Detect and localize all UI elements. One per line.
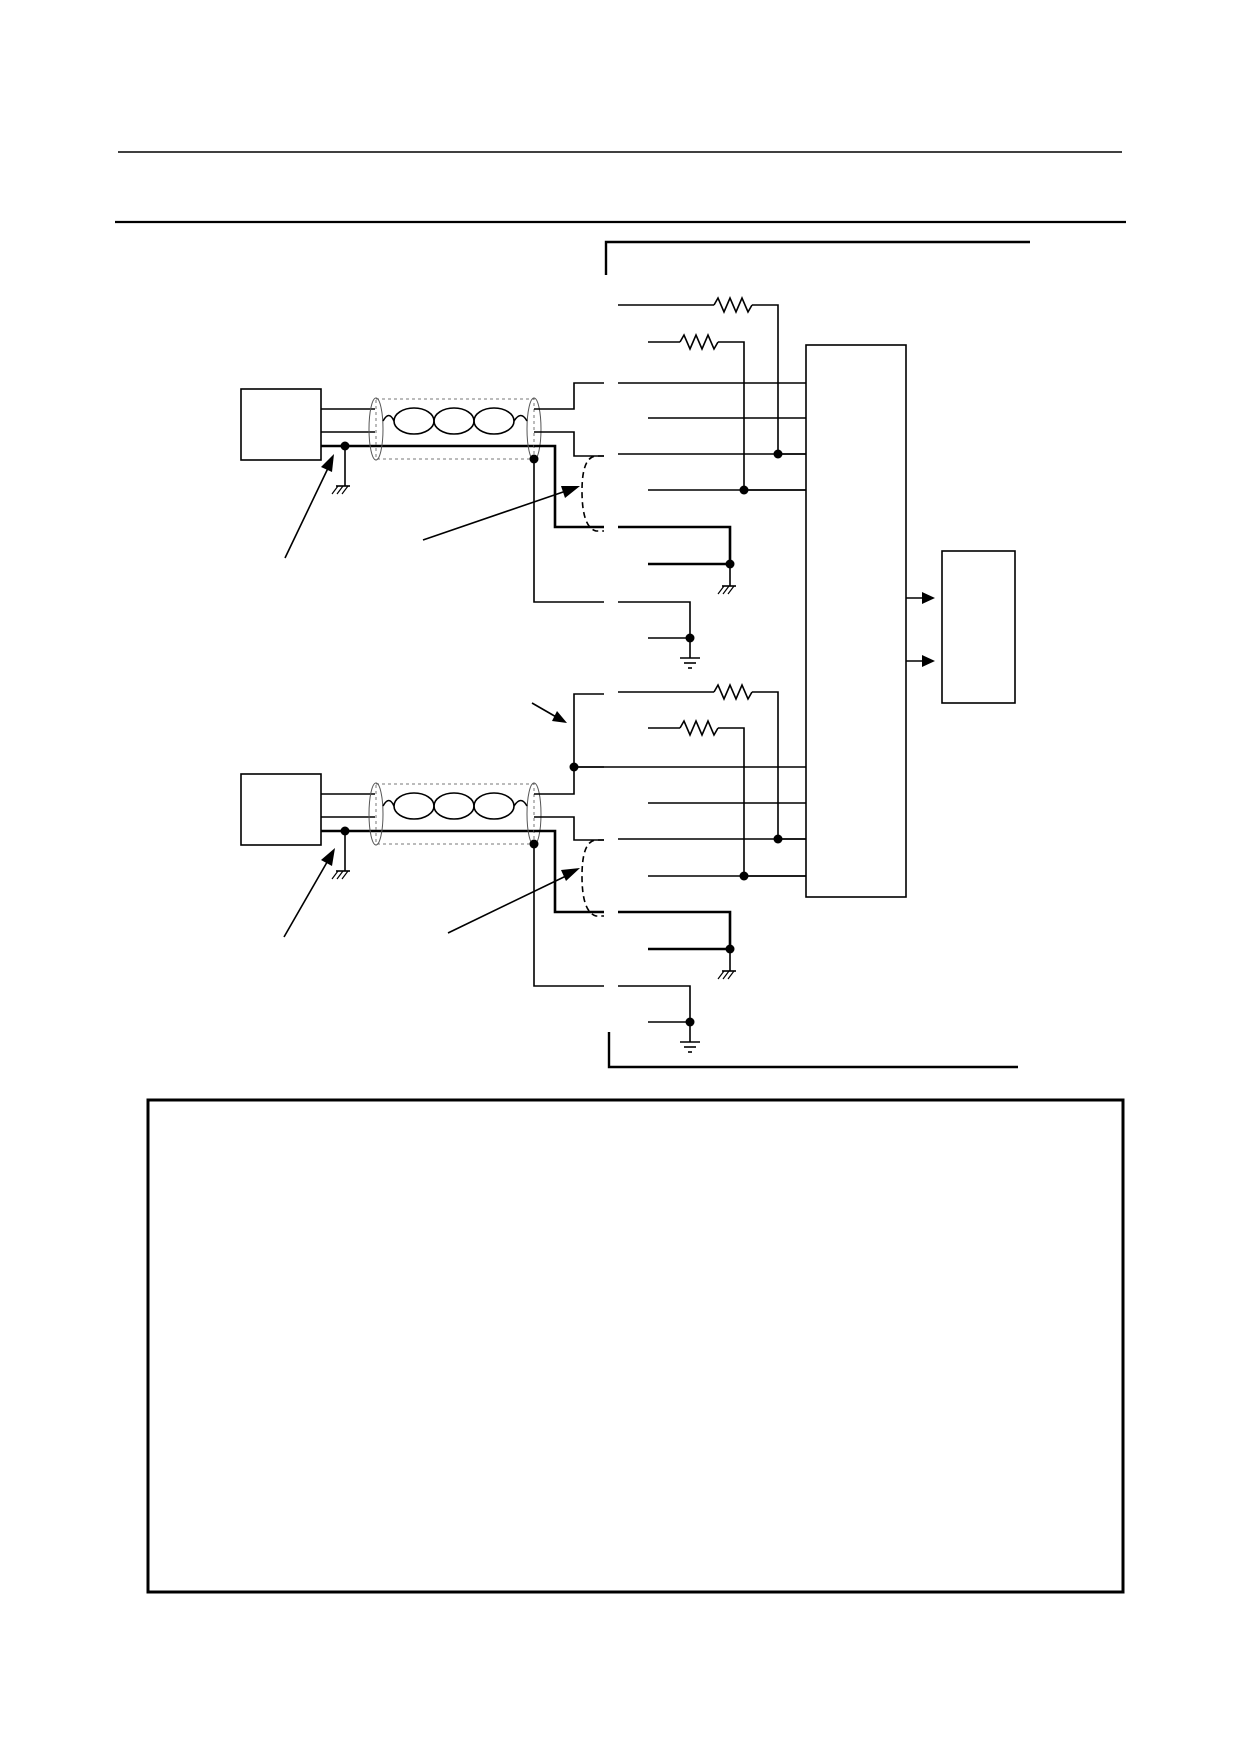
sensor-box (240, 773, 322, 846)
signal-ground-icon (679, 657, 701, 669)
channel-lower (240, 682, 806, 1053)
shield-icon (375, 783, 535, 845)
connector-frame-top (604, 240, 1030, 275)
receiver-block (805, 344, 907, 898)
junction-dot-icon (739, 871, 749, 881)
arrowhead-icon (922, 655, 935, 667)
resistor-icon (713, 295, 753, 315)
resistor-icon (679, 718, 719, 738)
sensor-box (240, 388, 322, 461)
output-block (941, 550, 1016, 704)
output-arrow (906, 592, 935, 604)
arrowhead-icon (561, 868, 580, 881)
arrowhead-icon (321, 848, 335, 866)
chassis-ground-icon (717, 585, 737, 595)
arrowhead-icon (552, 711, 567, 723)
channel-upper (240, 295, 806, 669)
notes-box (146, 1098, 1125, 1594)
signal-ground-icon (679, 1041, 701, 1053)
junction-dot-icon (773, 449, 783, 459)
shield-icon (375, 398, 535, 460)
arrowhead-icon (321, 454, 334, 472)
output-arrow (906, 655, 935, 667)
chassis-ground-icon (717, 970, 737, 980)
resistor-icon (679, 332, 719, 352)
arrowhead-icon (922, 592, 935, 604)
twisted-pair-icon (382, 407, 528, 435)
resistor-icon (713, 682, 753, 702)
junction-dot-icon (773, 834, 783, 844)
junction-dot-icon (739, 485, 749, 495)
junction-dot-icon (529, 454, 539, 464)
arrowhead-icon (561, 486, 580, 498)
chassis-ground-icon (331, 870, 351, 880)
junction-dot-icon (529, 839, 539, 849)
chassis-ground-icon (331, 485, 351, 495)
twisted-pair-icon (382, 792, 528, 820)
connector-frame-bottom (607, 1032, 1018, 1069)
